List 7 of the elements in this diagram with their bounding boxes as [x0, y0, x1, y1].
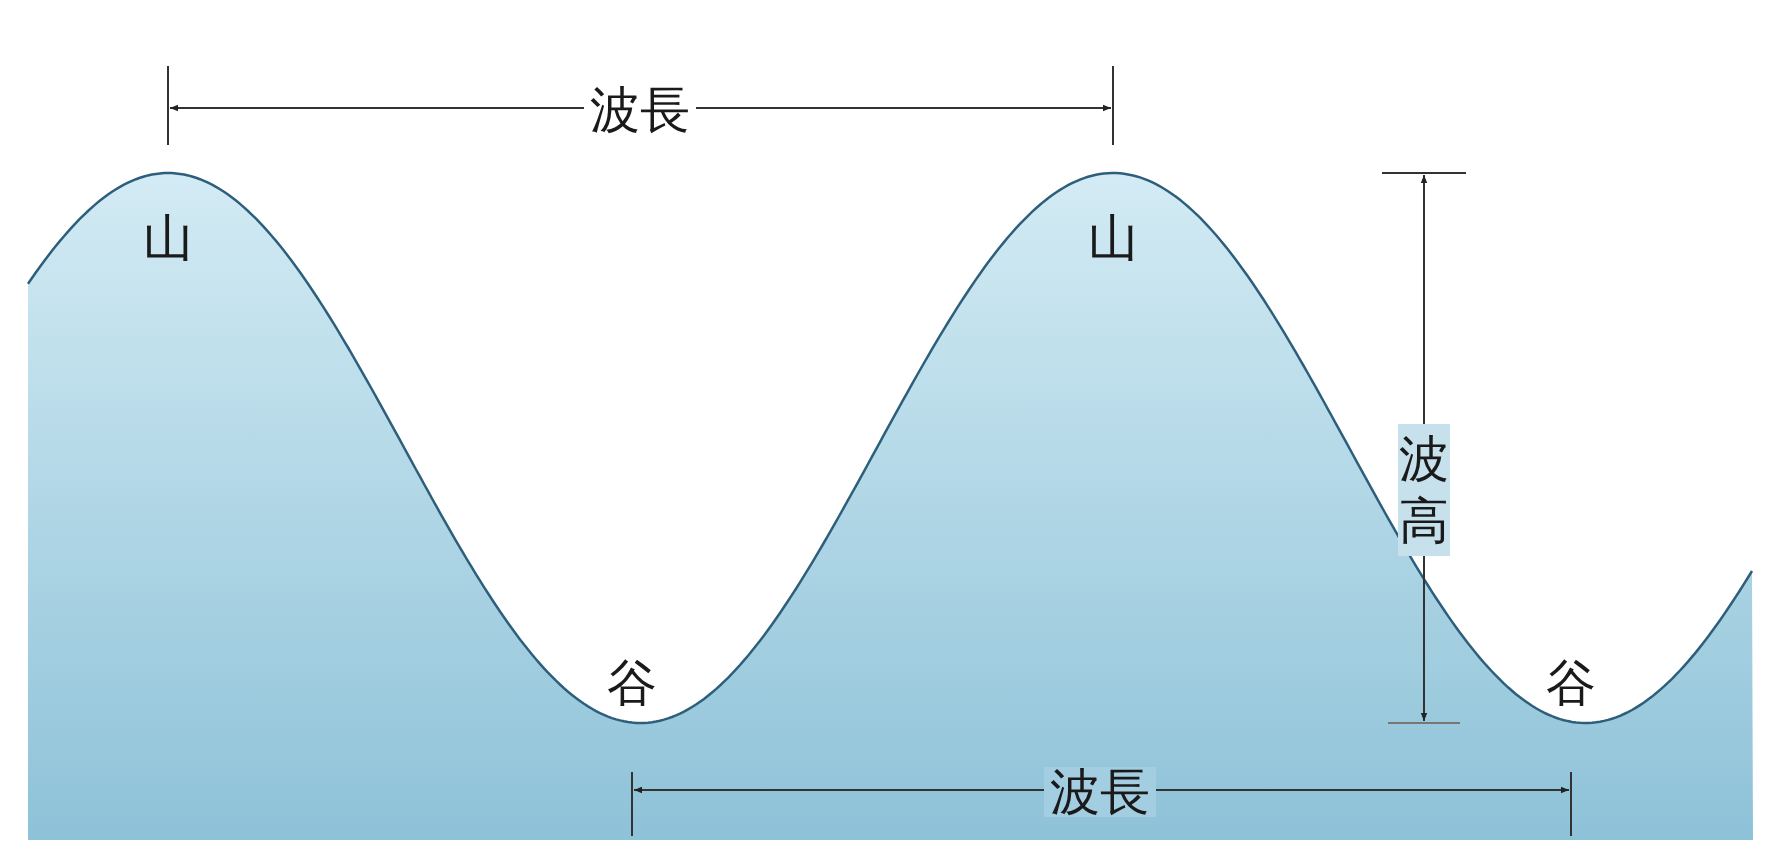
trough-label: 谷: [607, 658, 657, 708]
dimension-label: 波高: [1398, 424, 1450, 556]
crest-label: 山: [143, 213, 193, 263]
trough-label: 谷: [1546, 658, 1596, 708]
dimension-label: 波長: [1044, 767, 1156, 817]
crest-label: 山: [1088, 213, 1138, 263]
dimension-label: 波長: [584, 85, 696, 135]
